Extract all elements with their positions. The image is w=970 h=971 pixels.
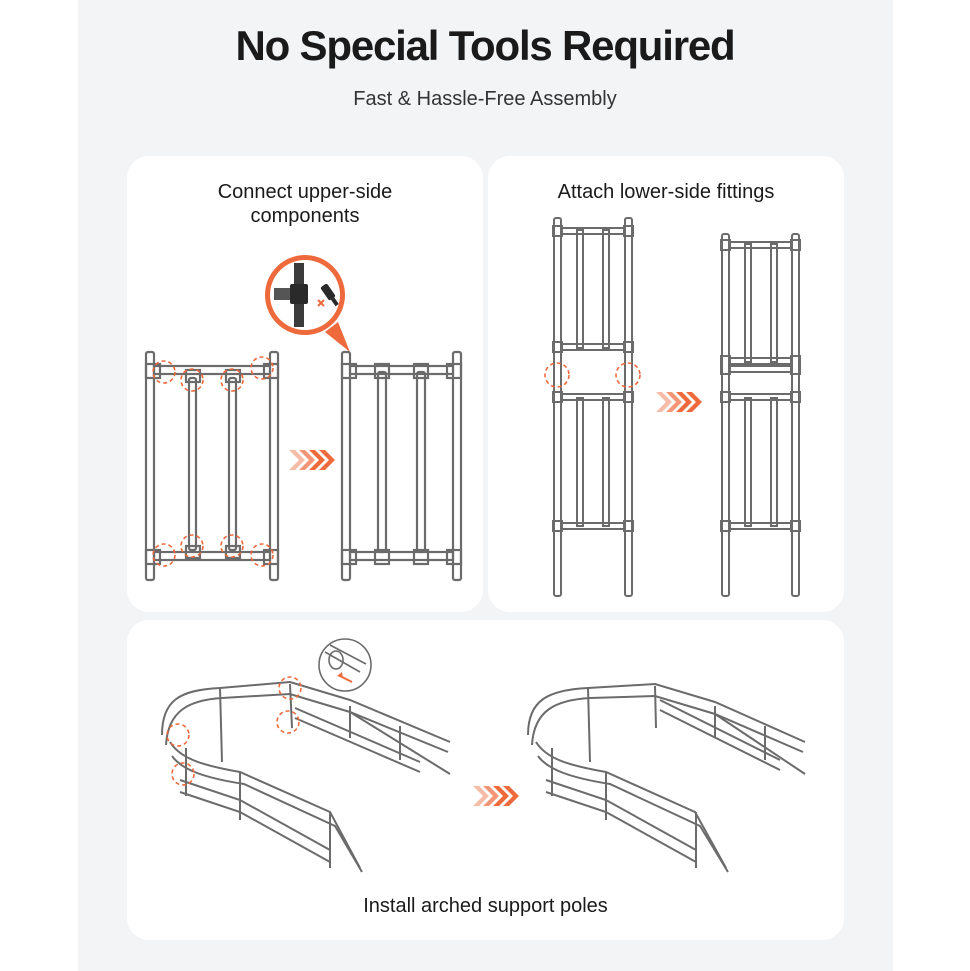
step-1-label-line-2: components (250, 205, 360, 227)
step-1-label-line-1: Connect upper-side (217, 181, 393, 203)
frame-stack-unassembled (552, 217, 634, 597)
pole-highlight-circles (166, 676, 302, 786)
step-panel-arched-poles (127, 620, 844, 940)
connector-zoom-icon (265, 255, 350, 352)
page-title: No Special Tools Required (235, 22, 736, 69)
step-1-label: Connect upper-side components (127, 180, 483, 228)
fitting-highlight-circles (544, 362, 641, 388)
frame-assembled (340, 350, 463, 582)
page-subtitle: Fast & Hassle-Free Assembly (353, 88, 617, 110)
step-panel-lower-fittings (488, 156, 844, 612)
connector-highlight-circles (152, 356, 274, 567)
frame-unassembled (144, 350, 280, 582)
progress-arrow-icon (289, 450, 335, 470)
arched-bed-unassembled (161, 680, 451, 873)
frame-stack-assembled (720, 233, 801, 597)
progress-arrow-icon (473, 786, 519, 806)
step-2-label: Attach lower-side fittings (557, 181, 775, 203)
pipe-insert-zoom-icon (318, 638, 372, 692)
step-3-label: Install arched support poles (363, 895, 608, 917)
progress-arrow-icon (656, 392, 702, 412)
arched-bed-assembled (527, 682, 806, 873)
